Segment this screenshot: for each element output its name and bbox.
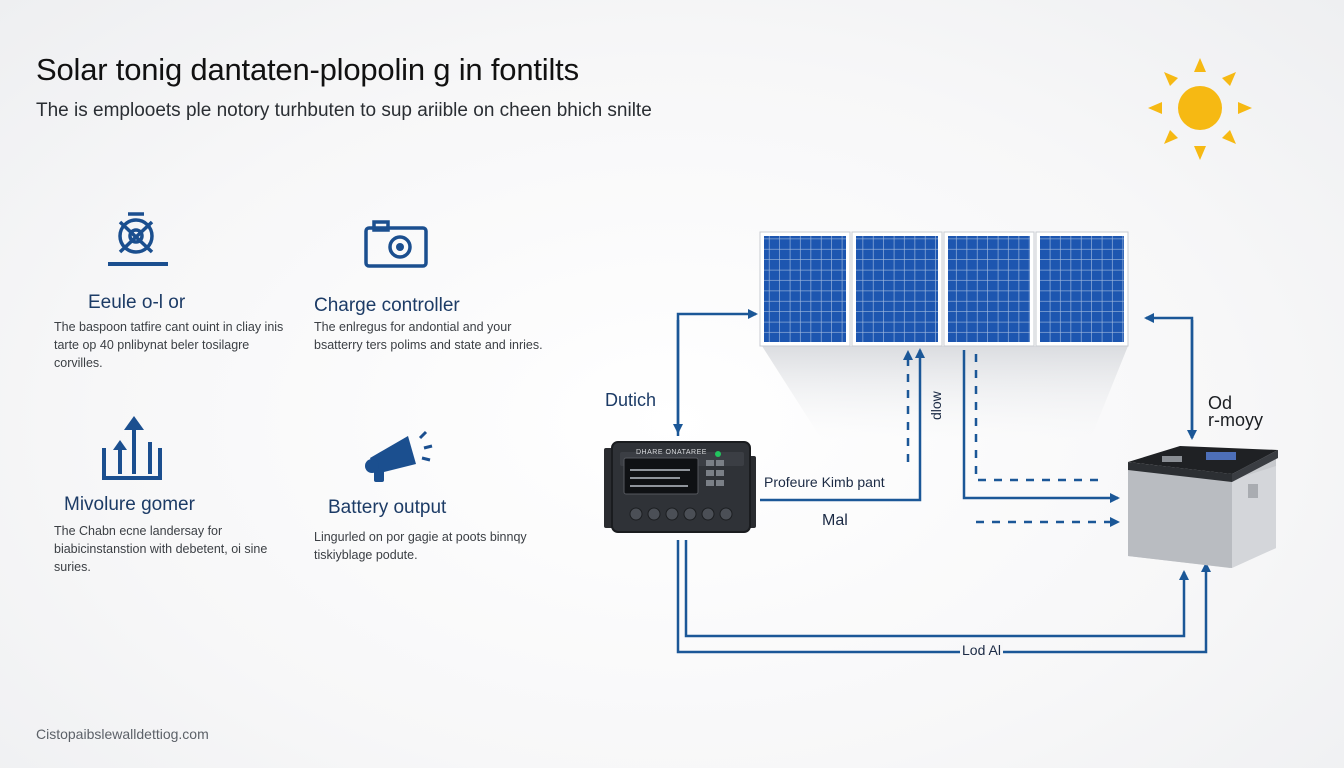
label-mal: Mal (822, 512, 848, 529)
label-dutich: Dutich (605, 390, 657, 410)
connector-line (962, 350, 1120, 503)
label-lodal: Lod Al (960, 642, 1003, 658)
feature-body: The enlregus for andontial and your bsat… (314, 320, 543, 352)
connector-line (676, 309, 758, 436)
feature-body: Lingurled on por gagie at poots binnqy t… (314, 530, 527, 562)
connector-line (684, 540, 1189, 638)
solar-panel (851, 231, 943, 347)
connector-line (760, 348, 925, 502)
solar-panel (1035, 231, 1129, 347)
footer-url[interactable]: Cistopaibslewalldettiog.com (36, 726, 209, 742)
megaphone-icon (365, 430, 433, 482)
solar-panel-array (759, 231, 1129, 347)
battery-device (1128, 446, 1278, 568)
solar-panel (759, 231, 851, 347)
feature-heading: Mivolure gomer (64, 494, 195, 515)
camera-icon (364, 220, 428, 268)
upload-arrows-icon (102, 416, 162, 480)
sun-icon (1148, 58, 1252, 160)
connector-line (676, 540, 1211, 654)
label-profeure: Profeure Kimb pant (764, 474, 885, 490)
solar-panel (943, 231, 1035, 347)
page-subtitle: The is emplooets ple notory turhbuten to… (36, 100, 652, 121)
feature-heading: Battery output (328, 497, 447, 518)
feature-heading: Eeule o-l or (88, 292, 186, 313)
dashed-connector (974, 354, 1100, 482)
wrench-gear-icon (108, 212, 168, 266)
panel-shadow (762, 346, 1128, 440)
connector-line (1144, 313, 1194, 438)
feature-body: The baspoon tatfire cant ouint in cliay … (54, 320, 284, 370)
label-r-moyy: r-moyy (1208, 410, 1263, 430)
feature-body: The Chabn ecne landersay for biabicinsta… (54, 524, 268, 574)
label-od: Od (1208, 393, 1233, 413)
page-title: Solar tonig dantaten-plopolin g in fonti… (36, 52, 579, 87)
controller-brand: DHARE ONATAREE (636, 449, 707, 456)
label-vertical: dlow (928, 391, 944, 420)
feature-heading: Charge controller (314, 295, 460, 316)
charge-controller-device (604, 441, 756, 533)
